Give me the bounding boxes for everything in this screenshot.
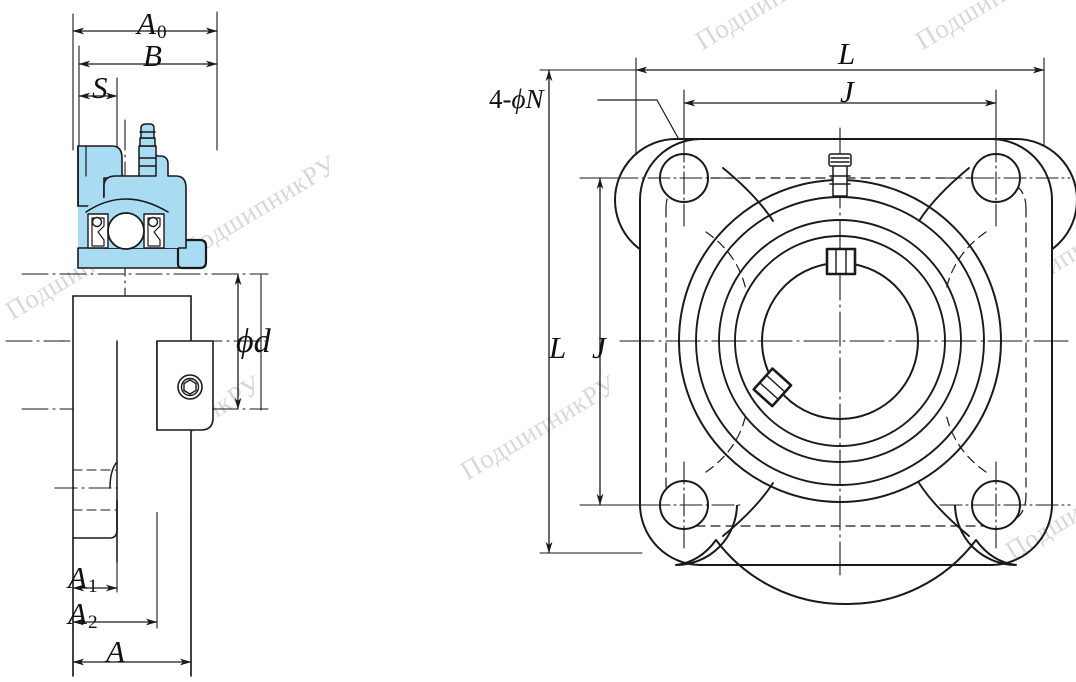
- dimension-subscript: 2: [87, 612, 98, 634]
- mounting-hole-center-marks: [583, 139, 1071, 549]
- front-view-dimension-label-l_vertical: L: [549, 332, 566, 363]
- side-view-dimension-label-b: B: [143, 40, 162, 71]
- dimension-symbol: A: [68, 560, 87, 595]
- dimension-subscript: 1: [87, 576, 98, 598]
- dimension-symbol: L: [549, 330, 567, 365]
- bolt-hole-callout-label: 4-ϕN: [489, 86, 544, 113]
- dimension-symbol: B: [143, 38, 162, 73]
- side-view-dimension-label-phi_d: ϕd: [236, 325, 271, 359]
- phi-symbol: ϕ: [511, 84, 526, 114]
- side-view-dimension-label-s: S: [92, 72, 108, 103]
- dimension-symbol: A: [106, 634, 125, 669]
- flange-edges: [639, 138, 1053, 566]
- dimension-symbol: J: [840, 74, 854, 109]
- side-view-dimension-label-a1: A1: [68, 562, 98, 596]
- flange-center-lines: [619, 127, 1071, 576]
- front-view-dimension-label-j_horizontal: J: [840, 76, 854, 107]
- front-view-dimension-lines: [545, 66, 1045, 554]
- front-view-dimension-label-l_horizontal: L: [838, 38, 855, 69]
- diameter-letter: d: [253, 323, 271, 360]
- side-view-dimension-lines: [72, 27, 242, 666]
- front-view-dimension-label-j_vertical: J: [592, 332, 606, 363]
- callout-letter: N: [525, 84, 544, 114]
- side-view-lower-body: [54, 295, 214, 677]
- side-view-dimension-label-a2: A2: [68, 598, 98, 632]
- grease-nipple-side: [138, 123, 157, 177]
- grease-nipple-front: [828, 153, 852, 197]
- set-screw-top: [825, 247, 857, 276]
- dimension-symbol: A: [137, 6, 156, 41]
- side-view-dimension-label-a0: A0: [137, 8, 167, 42]
- dimension-symbol: S: [92, 70, 108, 105]
- bearing-insert-section: [85, 194, 178, 250]
- side-view-dimension-label-a: A: [106, 636, 125, 667]
- dimension-symbol: A: [68, 596, 87, 631]
- phi-symbol: ϕ: [236, 323, 254, 360]
- dimension-symbol: J: [592, 330, 606, 365]
- dimension-subscript: 0: [156, 22, 167, 44]
- dimension-symbol: L: [838, 36, 856, 71]
- callout-quantity: 4-: [489, 84, 512, 114]
- set-screw-lower-left: [752, 367, 793, 408]
- flange-scallops: [722, 167, 970, 537]
